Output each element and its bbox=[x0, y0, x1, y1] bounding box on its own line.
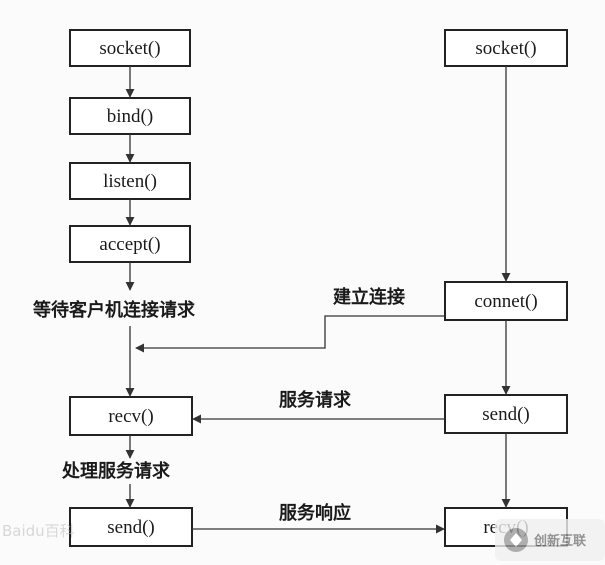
bind-box: bind() bbox=[69, 97, 191, 135]
connect-label: connet() bbox=[474, 291, 537, 312]
baidu-watermark: Baidu百科 bbox=[2, 522, 75, 540]
arrow-establish-connection bbox=[135, 315, 445, 353]
client-send-label: send() bbox=[482, 404, 529, 425]
client-socket-box: socket() bbox=[444, 29, 568, 67]
process-request-label: 处理服务请求 bbox=[61, 460, 171, 482]
server-socket-box: socket() bbox=[69, 29, 191, 67]
wait-connection-label: 等待客户机连接请求 bbox=[33, 299, 196, 321]
server-socket-label: socket() bbox=[99, 38, 160, 59]
server-recv-label: recv() bbox=[108, 406, 153, 427]
client-socket-label: socket() bbox=[475, 38, 536, 59]
client-send-box: send() bbox=[444, 394, 568, 434]
listen-label: listen() bbox=[103, 171, 157, 192]
connect-box: connet() bbox=[444, 281, 568, 321]
listen-box: listen() bbox=[69, 162, 191, 200]
server-send-label: send() bbox=[107, 517, 154, 538]
accept-label: accept() bbox=[99, 234, 160, 255]
bind-label: bind() bbox=[107, 106, 153, 127]
service-request-label: 服务请求 bbox=[279, 389, 352, 411]
baidu-watermark-text: Baidu百科 bbox=[2, 522, 75, 540]
brand-watermark: 创新互联 bbox=[495, 519, 605, 561]
service-response-label: 服务响应 bbox=[279, 502, 351, 524]
brand-watermark-text: 创新互联 bbox=[533, 533, 586, 549]
server-send-box: send() bbox=[69, 507, 193, 547]
cross-arrows bbox=[135, 315, 445, 534]
accept-box: accept() bbox=[69, 225, 191, 263]
establish-connection-label: 建立连接 bbox=[333, 286, 405, 308]
server-recv-box: recv() bbox=[69, 396, 193, 436]
